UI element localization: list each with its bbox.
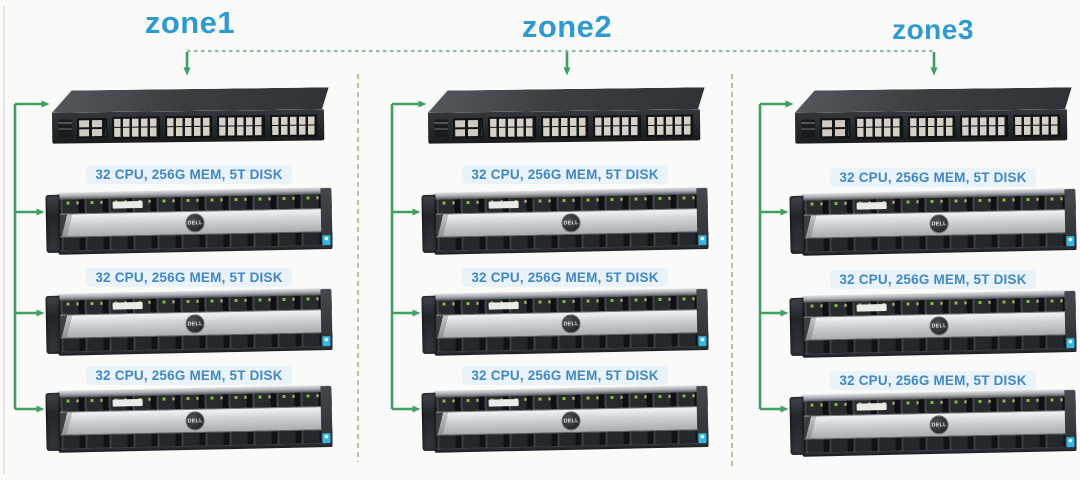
switch-status-leds (58, 118, 73, 138)
server-spec-label: 32 CPU, 256G MEM, 5T DISK (46, 366, 332, 385)
poweredge-model-sticker (112, 200, 143, 209)
dell-logo: DELL (185, 213, 205, 233)
zone2-title: zone2 (521, 9, 613, 44)
server-rack-ear (45, 194, 61, 253)
intel-inside-badge (698, 235, 707, 246)
server-chassis: DELL (57, 385, 333, 453)
zone2-network-switch (427, 87, 706, 144)
switch-port-group (216, 114, 265, 138)
server-rack-ear (45, 392, 61, 451)
poweredge-model-sticker (112, 398, 143, 407)
server-spec-label: 32 CPU, 256G MEM, 5T DISK (422, 165, 708, 184)
zone3-network-switch (794, 87, 1073, 144)
switch-port-group (1012, 113, 1061, 137)
zone1-server-3: DELL (45, 385, 333, 453)
poweredge-model-sticker (856, 201, 887, 210)
switch-uplink-ports (77, 117, 108, 138)
dell-logo: DELL (561, 213, 581, 233)
intel-inside-badge (698, 433, 707, 444)
server-chassis: DELL (433, 385, 709, 453)
server-spec-label: 32 CPU, 256G MEM, 5T DISK (46, 165, 332, 184)
switch-front-panel (51, 109, 325, 144)
switch-front-panel (794, 109, 1068, 144)
switch-top-lid (795, 87, 1072, 112)
switch-top-lid (428, 87, 705, 112)
poweredge-model-sticker (856, 402, 887, 411)
server-rack-ear (421, 194, 437, 253)
server-chassis: DELL (433, 187, 709, 255)
dell-logo: DELL (561, 314, 581, 334)
intel-inside-badge (1066, 437, 1075, 448)
dell-logo: DELL (929, 316, 949, 336)
server-spec-label: 32 CPU, 256G MEM, 5T DISK (46, 268, 332, 287)
zone3-server-1: DELL (789, 188, 1077, 256)
server-rack-ear (789, 195, 805, 254)
switch-port-group (959, 114, 1008, 138)
poweredge-model-sticker (488, 200, 519, 209)
server-chassis: DELL (57, 187, 333, 255)
switch-port-group (907, 115, 956, 138)
switch-port-group (112, 115, 160, 139)
zone3-title: zone3 (892, 14, 974, 45)
zone2-server-3: DELL (421, 385, 709, 453)
intel-inside-badge (322, 336, 331, 347)
server-chassis: DELL (801, 188, 1077, 256)
zone3-server-2: DELL (789, 290, 1077, 358)
server-spec-label: 32 CPU, 256G MEM, 5T DISK (790, 371, 1076, 390)
intel-inside-badge (322, 433, 331, 444)
zone2-server-2: DELL (421, 288, 709, 356)
switch-port-group (592, 114, 641, 138)
intel-inside-badge (1066, 338, 1075, 349)
dell-logo: DELL (561, 411, 581, 431)
server-chassis: DELL (801, 389, 1077, 457)
server-spec-label: 32 CPU, 256G MEM, 5T DISK (422, 268, 708, 287)
switch-port-group (540, 115, 589, 138)
switch-status-leds (434, 118, 449, 138)
poweredge-model-sticker (488, 398, 519, 407)
poweredge-model-sticker (488, 301, 519, 310)
switch-port-group (645, 113, 694, 137)
switch-port-group (269, 113, 318, 137)
switch-uplink-ports (820, 117, 851, 138)
dell-logo: DELL (185, 411, 205, 431)
server-spec-label: 32 CPU, 256G MEM, 5T DISK (422, 366, 708, 385)
poweredge-model-sticker (112, 301, 143, 310)
switch-status-leds (801, 118, 816, 138)
server-spec-label: 32 CPU, 256G MEM, 5T DISK (790, 168, 1076, 187)
zone3-server-3: DELL (789, 389, 1077, 457)
server-chassis: DELL (433, 288, 709, 356)
switch-port-group (488, 115, 536, 139)
server-chassis: DELL (57, 288, 333, 356)
left-edge-line (3, 6, 5, 474)
dell-logo: DELL (929, 214, 949, 234)
switch-top-lid (52, 87, 329, 112)
server-spec-label: 32 CPU, 256G MEM, 5T DISK (790, 270, 1076, 289)
zone1-server-1: DELL (45, 187, 333, 255)
switch-uplink-ports (453, 117, 484, 138)
server-rack-ear (421, 392, 437, 451)
intel-inside-badge (1066, 236, 1075, 247)
server-chassis: DELL (801, 290, 1077, 358)
server-rack-ear (421, 295, 437, 354)
switch-front-panel (427, 109, 701, 144)
poweredge-model-sticker (856, 303, 887, 312)
zone1-title: zone1 (144, 5, 236, 40)
server-rack-ear (45, 295, 61, 354)
dell-logo: DELL (929, 415, 949, 435)
switch-port-group (855, 115, 903, 139)
switch-port-group (164, 115, 213, 138)
server-rack-ear (789, 297, 805, 356)
intel-inside-badge (698, 336, 707, 347)
dell-logo: DELL (185, 314, 205, 334)
zone1-network-switch (51, 87, 330, 144)
zone2-server-1: DELL (421, 187, 709, 255)
server-rack-ear (789, 396, 805, 455)
zone1-server-2: DELL (45, 288, 333, 356)
intel-inside-badge (322, 235, 331, 246)
